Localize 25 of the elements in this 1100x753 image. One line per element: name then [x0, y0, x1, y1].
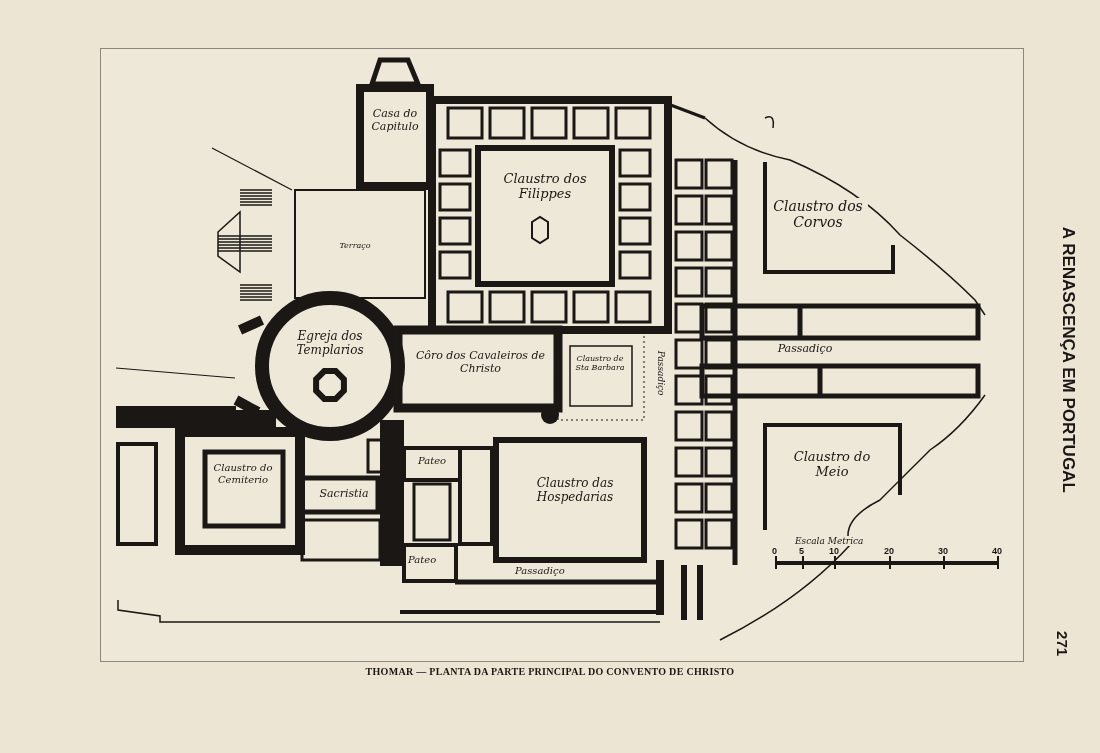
scale-number: 30 — [938, 546, 948, 557]
room-label: Egreja dos Templarios — [295, 330, 365, 358]
scale-number: 20 — [884, 546, 894, 557]
room-label: Sacristia — [318, 488, 370, 501]
room-label: Pateo — [408, 554, 437, 566]
scale-number: 5 — [799, 546, 804, 557]
room-label: Claustro de Sta Barbara — [574, 354, 626, 373]
figure-caption: THOMAR — PLANTA DA PARTE PRINCIPAL DO CONVENTO DE CHRISTO — [364, 666, 736, 677]
room-label: Casa do Capitulo — [370, 108, 420, 134]
room-label: Claustro do Cemiterio — [212, 462, 274, 485]
room-label: Claustro do Meio — [792, 450, 872, 480]
room-label: Claustro dos Filippes — [502, 172, 588, 202]
scale-number: 0 — [772, 546, 777, 557]
page-number: 271 — [1053, 631, 1072, 657]
room-label: Escala Metrica — [795, 536, 864, 547]
room-label: Passadiço — [515, 565, 565, 577]
room-label: Terraço — [338, 241, 372, 251]
scale-number: 10 — [829, 546, 839, 557]
running-header: A RENASCENÇA EM PORTUGAL — [1058, 226, 1078, 493]
scale-number: 40 — [992, 546, 1002, 557]
room-label: Passadiço — [776, 343, 834, 356]
room-label: Côro dos Cavaleiros de Christo — [414, 350, 547, 376]
room-label: Claustro das Hospedarias — [535, 477, 615, 505]
room-label: Pateo — [416, 455, 448, 467]
room-label: Passadiço — [655, 350, 666, 396]
